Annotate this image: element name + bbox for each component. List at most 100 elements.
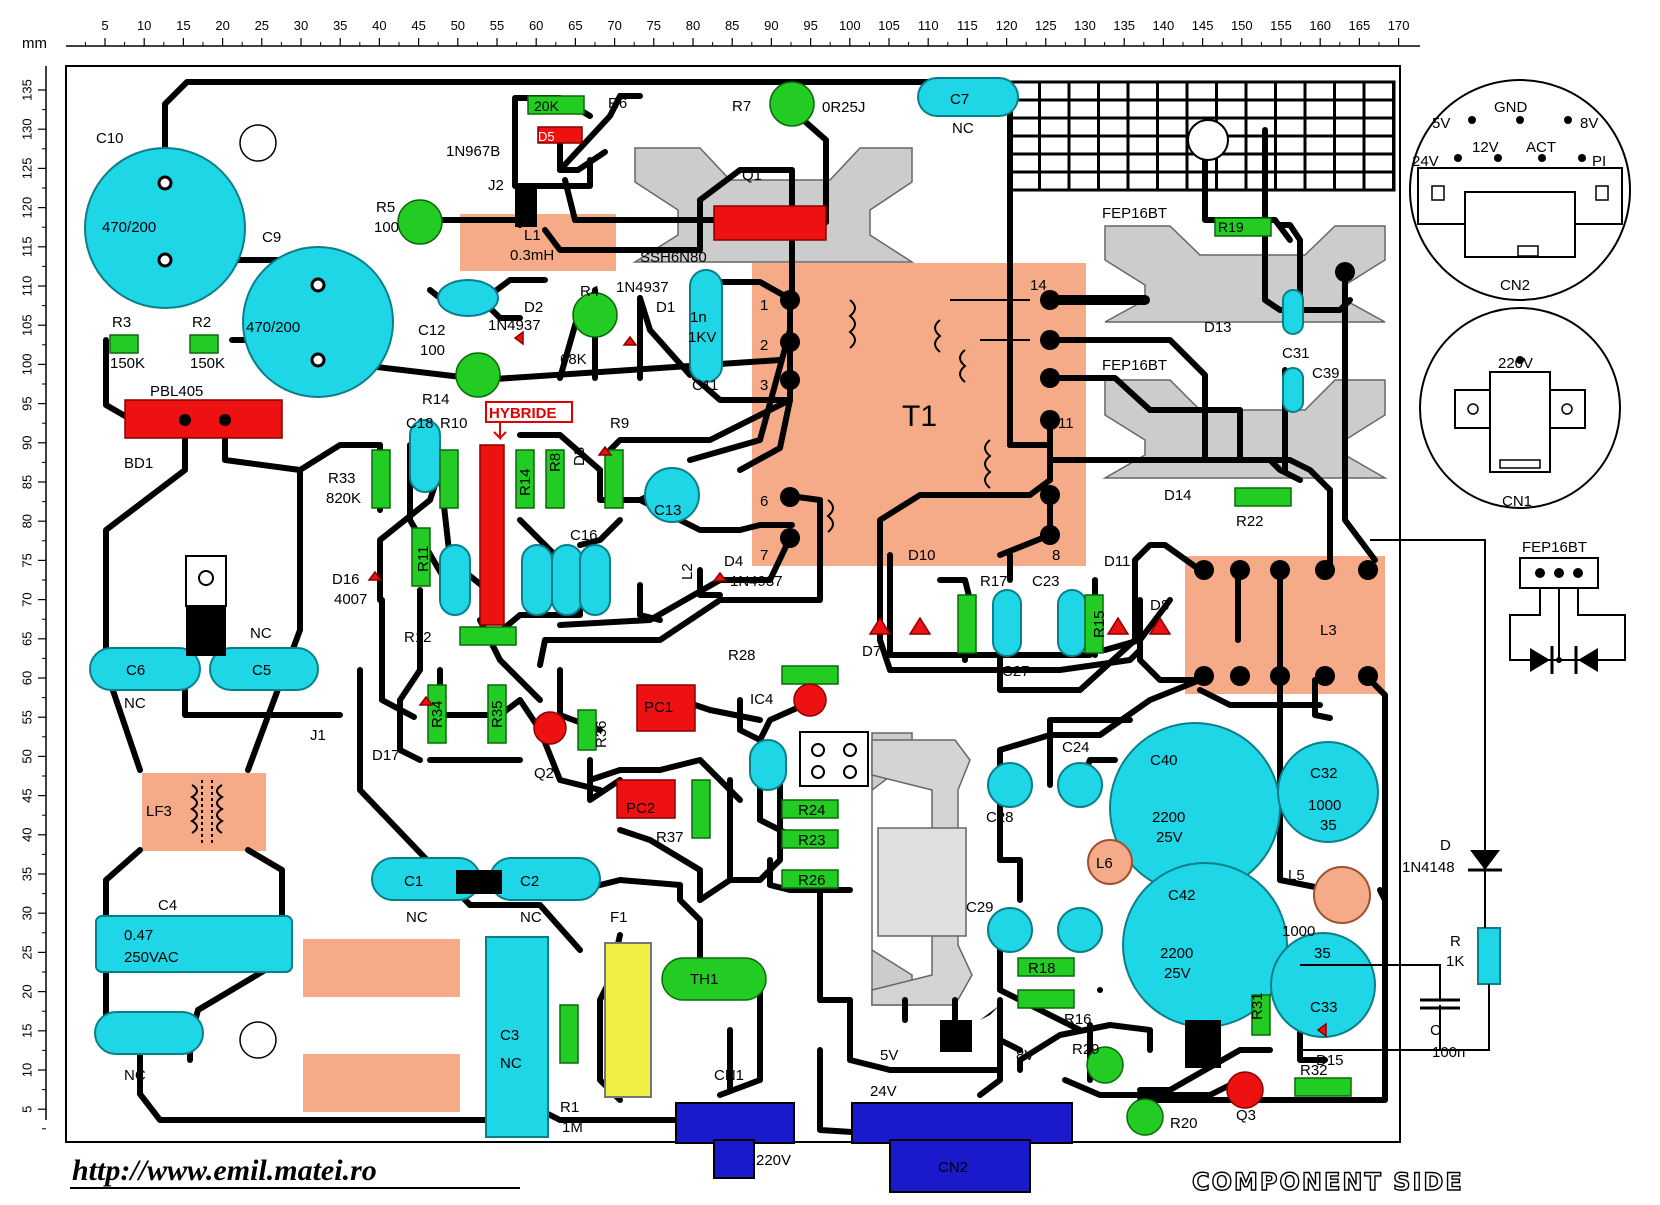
ruler-h-label: 25 — [255, 18, 269, 33]
label-c11: C11 — [692, 377, 718, 394]
ruler-h-label: 65 — [568, 18, 582, 33]
label-r9: R9 — [610, 415, 629, 432]
ruler-h-label: 5 — [101, 18, 108, 33]
ruler-v-label: 5 — [19, 1106, 34, 1113]
inductors-round — [1087, 839, 1371, 924]
ruler-h-label: 10 — [137, 18, 151, 33]
label-p11: 11 — [1058, 415, 1074, 432]
label-r6-val: 20K — [534, 98, 560, 114]
label-c1: C1 — [404, 873, 423, 890]
ruler-h-label: 120 — [996, 18, 1018, 33]
resistors — [109, 81, 1352, 1136]
pinout-fep-pinout-name: FEP16BT — [1522, 539, 1587, 556]
label-r7: R7 — [732, 98, 751, 115]
ruler-v-label: 10 — [19, 1063, 34, 1077]
label-j2: J2 — [488, 177, 504, 194]
copper-traces — [103, 79, 1388, 1143]
pinout-cn2-pinout-act: ACT — [1526, 139, 1556, 156]
ruler-h-label: 90 — [764, 18, 778, 33]
ruler-h-label: 20 — [215, 18, 229, 33]
ruler-v-label: 135 — [19, 79, 34, 101]
ruler-v-label: 90 — [19, 436, 34, 450]
ruler-v-label: 95 — [19, 396, 34, 410]
pads — [179, 262, 1378, 686]
ruler-h-label: 135 — [1113, 18, 1135, 33]
label-d11: D11 — [1104, 553, 1130, 570]
label-c29: C29 — [966, 899, 994, 916]
ruler-h-label: 70 — [607, 18, 621, 33]
label-r18: R18 — [1028, 960, 1056, 977]
ruler-v-label: 45 — [19, 788, 34, 802]
cn2-pinout — [1409, 79, 1631, 301]
label-r5-val: 100 — [374, 219, 399, 236]
label-r7-val: 0R25J — [822, 99, 865, 116]
label-d2-part: 1N4937 — [488, 317, 541, 334]
ruler-h-label: 95 — [803, 18, 817, 33]
label-f1: F1 — [610, 909, 628, 926]
pinout-cn2-pinout-v5: 5V — [1432, 115, 1450, 132]
label-r11: R11 — [415, 546, 432, 572]
ruler-h-label: 145 — [1192, 18, 1214, 33]
label-r31: R31 — [1249, 992, 1266, 1020]
label-d-side-part: 1N4148 — [1402, 859, 1455, 876]
ruler-h-label: 110 — [918, 18, 939, 33]
label-c7: C7 — [950, 91, 969, 108]
ruler-h-label: 125 — [1035, 18, 1057, 33]
ground-grid — [1008, 80, 1396, 192]
label-r4: R4 — [580, 283, 599, 300]
label-l6: L6 — [1096, 855, 1113, 872]
ruler-h-label: 170 — [1388, 18, 1410, 33]
label-r20: R20 — [1170, 1115, 1198, 1132]
heatsinks — [632, 147, 1388, 1006]
label-r10: R10 — [440, 415, 468, 432]
ruler-h-label: 30 — [294, 18, 308, 33]
ruler-h-label: 165 — [1349, 18, 1371, 33]
label-l5: L5 — [1288, 867, 1305, 884]
label-r36: R36 — [593, 720, 610, 748]
label-v24: 24V — [870, 1083, 897, 1100]
label-c24: C24 — [1062, 739, 1090, 756]
label-p8: 8 — [1052, 547, 1060, 564]
cyan-components — [84, 77, 1501, 1138]
label-ic4: IC4 — [750, 691, 773, 708]
ruler-v-label: 40 — [19, 828, 34, 842]
label-l2: L2 — [679, 563, 696, 580]
label-d-side: D — [1440, 837, 1451, 854]
label-cn2: CN2 — [938, 1159, 968, 1176]
label-d1: D1 — [656, 299, 675, 316]
label-c12-val: 100 — [420, 342, 445, 359]
label-c39: C39 — [1312, 365, 1340, 382]
label-c10: C10 — [96, 130, 124, 147]
small-pads — [157, 175, 326, 368]
label-d5: D5 — [538, 129, 555, 144]
label-cn1: CN1 — [714, 1067, 744, 1084]
label-r37: R37 — [656, 829, 684, 846]
label-c33-v2: 35 — [1314, 945, 1331, 962]
label-v8: 8V — [1016, 1047, 1034, 1064]
label-d16-part: 4007 — [334, 591, 367, 608]
label-c33-val: 1000 — [1282, 923, 1315, 940]
ruler-v-label: 125 — [19, 158, 34, 180]
label-lf3: LF3 — [146, 803, 172, 820]
label-pbl: PBL405 — [150, 383, 203, 400]
mount-holes — [239, 124, 277, 1059]
t1-windings — [826, 299, 1030, 533]
label-p14: 14 — [1030, 277, 1047, 294]
connectors — [675, 1102, 1073, 1193]
ruler-h-label: 155 — [1270, 18, 1292, 33]
label-d14: D14 — [1164, 487, 1192, 504]
label-c4-v1: 0.47 — [124, 927, 153, 944]
ruler-h-label: 45 — [411, 18, 425, 33]
label-c12: C12 — [418, 322, 446, 339]
label-c7-nc: NC — [952, 120, 974, 137]
label-r33: R33 — [328, 470, 356, 487]
label-pc2: PC2 — [626, 800, 655, 817]
label-r1-val: 1M — [562, 1119, 583, 1136]
label-c18: C18 — [406, 415, 434, 432]
ruler-h-label: 115 — [957, 18, 978, 33]
label-q2: Q2 — [534, 765, 554, 782]
label-c33: C33 — [1310, 999, 1338, 1016]
label-fep2: FEP16BT — [1102, 357, 1167, 374]
label-t1: T1 — [902, 400, 937, 433]
